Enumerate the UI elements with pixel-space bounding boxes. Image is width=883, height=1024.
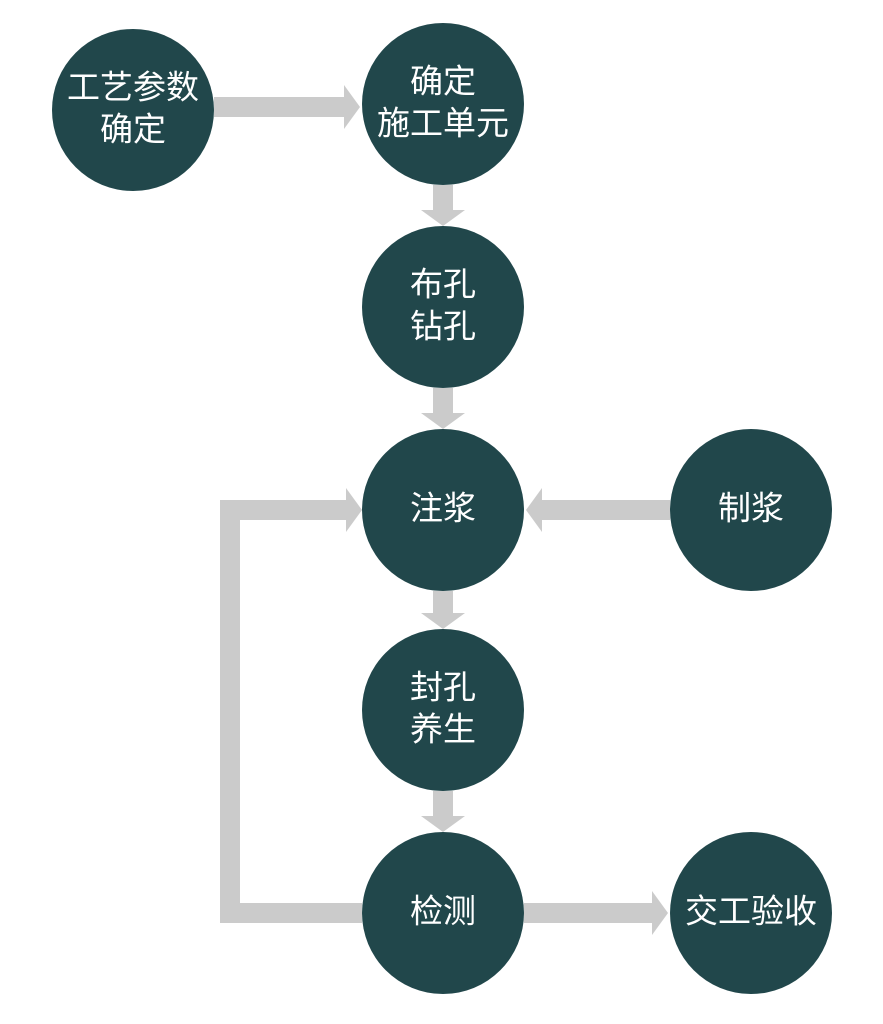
node-label: 注浆: [410, 489, 476, 528]
node-label: 施工单元: [377, 104, 509, 143]
nodes-layer: 工艺参数确定确定施工单元布孔钻孔注浆制浆封孔养生检测交工验收: [52, 23, 832, 994]
arrow-head: [421, 413, 465, 429]
arrow-head: [652, 891, 668, 935]
edge-sealing-curing-to-inspection: [421, 791, 465, 832]
arrow-head: [346, 488, 362, 532]
node-label: 制浆: [718, 489, 784, 528]
node-label: 布孔: [410, 265, 476, 304]
arrow-head: [421, 613, 465, 629]
node-circle: [362, 429, 524, 591]
arrow-head: [421, 210, 465, 226]
node-label: 确定: [410, 62, 476, 101]
edge-process-params-to-construction-unit: [214, 85, 360, 129]
node-circle: [362, 832, 524, 994]
node-acceptance: 交工验收: [670, 832, 832, 994]
node-circle: [362, 23, 524, 185]
node-circle: [670, 832, 832, 994]
edge-inspection-to-acceptance: [524, 891, 668, 935]
node-circle: [362, 629, 524, 791]
node-grouting: 注浆: [362, 429, 524, 591]
node-label: 检测: [410, 892, 476, 931]
node-inspection: 检测: [362, 832, 524, 994]
node-label: 工艺参数: [67, 68, 199, 107]
arrow-head: [344, 85, 360, 129]
node-label: 交工验收: [685, 892, 817, 931]
arrow-shaft: [220, 500, 362, 923]
node-circle: [670, 429, 832, 591]
node-label: 养生: [410, 710, 476, 749]
arrow-head: [421, 816, 465, 832]
node-slurry-making: 制浆: [670, 429, 832, 591]
edge-construction-unit-to-layout-drilling: [421, 185, 465, 226]
edge-slurry-making-to-grouting: [526, 488, 670, 532]
node-label: 钻孔: [410, 307, 476, 346]
node-label: 确定: [100, 110, 166, 149]
node-circle: [362, 226, 524, 388]
edge-layout-drilling-to-grouting: [421, 388, 465, 429]
node-label: 封孔: [410, 668, 476, 707]
arrow-head: [526, 488, 542, 532]
edges-layer: [214, 85, 670, 935]
node-circle: [52, 29, 214, 191]
edge-grouting-to-sealing-curing: [421, 591, 465, 629]
edge-inspection-to-grouting: [220, 488, 362, 923]
